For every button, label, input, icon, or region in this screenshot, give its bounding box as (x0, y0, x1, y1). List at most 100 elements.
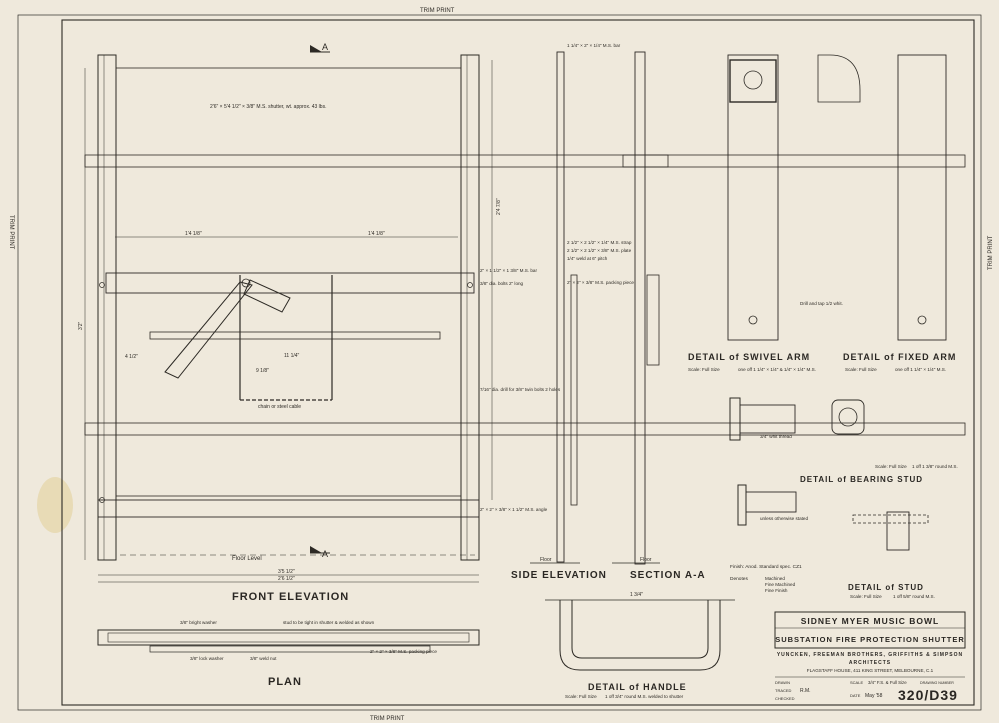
dim-11: 2'4 7/8" (496, 198, 502, 215)
date-value: May '58 (865, 693, 883, 699)
plan-stud-note: stud to be tight in shutter & welded as … (283, 620, 375, 625)
title-block: SIDNEY MYER MUSIC BOWL SUBSTATION FIRE P… (774, 611, 966, 703)
date-label: DATE (850, 693, 861, 698)
trim-label-top: TRIM PRINT (420, 8, 455, 14)
swivel-arm-body (727, 54, 779, 341)
dim-1: 1'4 1/8" (185, 231, 202, 237)
swivel-scale: Scale: Full Size (688, 367, 720, 372)
front-elevation: A A 2'6" × 5'4 1/2" × 3/8" M.S. shutter,… (78, 42, 966, 603)
traced-value: R.M. (800, 688, 811, 694)
section-mark-bottom: A (322, 549, 328, 559)
handle-size: 1 3/4" (630, 592, 643, 598)
section-channel (634, 51, 646, 565)
machined-label: Machined (765, 576, 785, 581)
dim-8: 11 1/4" (284, 353, 300, 359)
checked-label: CHECKED (775, 696, 795, 701)
shutter-plate-note: 2'6" × 5'4 1/2" × 3/8" M.S. shutter, wt.… (210, 104, 326, 110)
title-detail-handle: DETAIL of HANDLE (588, 682, 687, 692)
title-plan: PLAN (268, 676, 302, 688)
drawing-number-label: DRAWING NUMBER (920, 681, 954, 685)
trim-label-right: TRIM PRINT (988, 235, 994, 270)
weld-nut-note: 3/8" weld nut (250, 656, 277, 661)
plan-packing-note: 2" × 2" × 3/8" M.S. packing piece (370, 649, 437, 654)
detail-handle: 1 3/4" DETAIL of HANDLE Scale: Full Size… (545, 592, 735, 699)
drawn-label: DRAWN (775, 680, 790, 685)
firm-address: FLAGSTAFF HOUSE, 411 KING STREET, MELBOU… (807, 668, 934, 673)
holes-note: 7/16" dia. drill for 3/8" twin bolts 2 h… (480, 387, 561, 392)
title-detail-swivel-arm: DETAIL of SWIVEL ARM (688, 352, 810, 362)
stud-note: 1 off 5/8" round M.S. (893, 594, 935, 599)
trim-label-left: TRIM PRINT (8, 215, 14, 250)
fine-finish-label: Fine Finish (765, 588, 788, 593)
detail-bearing-stud: 3/4" whit thread DETAIL of BEARING STUD … (729, 397, 958, 484)
fixed-scale: Scale: Full Size (845, 367, 877, 372)
title-side-elevation: SIDE ELEVATION (511, 570, 607, 581)
side-floor-note: Floor (540, 557, 552, 563)
section-mark-top: A (322, 42, 328, 52)
chain-note: chain or steel cable (258, 404, 301, 410)
dim-4: 3'5 1/2" (278, 569, 295, 575)
dim-6: 3'2" (78, 321, 84, 330)
finish-note: Finish: Anod. Standard spec. CZ1 (730, 564, 802, 570)
traced-label: TRACED (775, 688, 792, 693)
handle-rod (149, 331, 441, 340)
detail-swivel-arm: DETAIL of SWIVEL ARM Scale: Full Size on… (688, 54, 861, 372)
section-aa: Floor 1 1/4" × 2" × 1/4" M.S. bar 2 1/2"… (567, 43, 706, 581)
project-name: SIDNEY MYER MUSIC BOWL (801, 616, 940, 626)
trim-label-bottom: TRIM PRINT (370, 716, 405, 722)
fine-machined-label: Fine Machined (765, 582, 796, 587)
section-floor-note: Floor (640, 557, 652, 563)
firm-name: YUNCKEN, FREEMAN BROTHERS, GRIFFITHS & S… (777, 652, 963, 658)
title-detail-fixed-arm: DETAIL of FIXED ARM (843, 352, 956, 362)
bearing-scale: Scale: Full Size (875, 464, 907, 469)
title-detail-bearing-stud: DETAIL of BEARING STUD (800, 475, 923, 484)
floor-level-note: Floor Level (232, 556, 262, 562)
shutter-plate (115, 67, 462, 497)
firm-role: ARCHITECTS (849, 660, 891, 666)
scale-value: 3/4" F.S. & Full Size (868, 680, 907, 685)
bright-washer-note: 3/8" bright washer (180, 620, 217, 625)
top-bar-note: 1 1/4" × 2" × 1/4" M.S. bar (567, 43, 621, 48)
drawing-subject: SUBSTATION FIRE PROTECTION SHUTTER (775, 635, 965, 644)
swivel-note: one off 1 1/4" × 1/4" & 1/4" × 1/4" M.S. (738, 367, 816, 372)
fixed-arm-body (897, 54, 947, 341)
drawing-number: 320/D39 (898, 687, 958, 703)
side-channel (556, 51, 565, 563)
plan-view: 3/8" bright washer stud to be tight in s… (97, 620, 480, 688)
fixed-note: one off 1 1/4" × 1/4" M.S. (895, 367, 946, 372)
title-section-aa: SECTION A-A (630, 570, 706, 581)
angle-note: 2" × 2" × 3/8" × 1 1/2" M.S. angle (480, 507, 548, 512)
detail-fixed-arm: Drill and tap 1/2 whit. DETAIL of FIXED … (800, 54, 956, 372)
title-front-elevation: FRONT ELEVATION (232, 591, 349, 603)
strap-note: 2 1/2" × 2 1/2" × 1/4" M.S. strap (567, 240, 632, 245)
water-stain (37, 477, 73, 533)
denotes-label: Denotes (730, 576, 748, 582)
outer-trim-border (17, 14, 982, 711)
dim-10: 9 1/8" (256, 368, 269, 374)
lock-washer-note: 3/8" lock washer (190, 656, 224, 661)
drill-tap-note: Drill and tap 1/2 whit. (800, 301, 843, 306)
dim-5: 2'6 1/2" (278, 576, 295, 582)
handle-note: 1 off 3/4" round M.S. welded to shutter (605, 694, 684, 699)
title-detail-stud: DETAIL of STUD (848, 583, 924, 592)
side-elevation: Floor SIDE ELEVATION (511, 51, 607, 581)
bottom-angle (97, 499, 480, 518)
drawing-border (61, 19, 975, 706)
bar-note: 2" × 1 1/2" × 1 3/8" M.S. bar (480, 268, 537, 273)
bearing-note: 1 off 1 3/8" round M.S. (912, 464, 958, 469)
weld-note: 1/4" weld at 6" pitch (567, 256, 608, 261)
cross-bar (105, 272, 475, 294)
handle-scale: Scale: Full Size (565, 694, 597, 699)
whit-thread-note: 3/4" whit thread (760, 434, 792, 439)
unless-note: unless otherwise stated (760, 516, 808, 521)
plate-note: 2 1/2" × 2 1/2" × 3/8" M.S. plate (567, 248, 632, 253)
bolts-note: 3/8" dia. bolts 2" long (480, 281, 524, 286)
packing-note: 2" × 2" × 3/8" M.S. packing piece (567, 280, 634, 285)
dim-7: 4 1/2" (125, 354, 138, 360)
dim-2: 1'4 1/8" (368, 231, 385, 237)
detail-stud: unless otherwise stated DETAIL of STUD S… (730, 484, 935, 599)
scale-label: SCALE (850, 680, 863, 685)
